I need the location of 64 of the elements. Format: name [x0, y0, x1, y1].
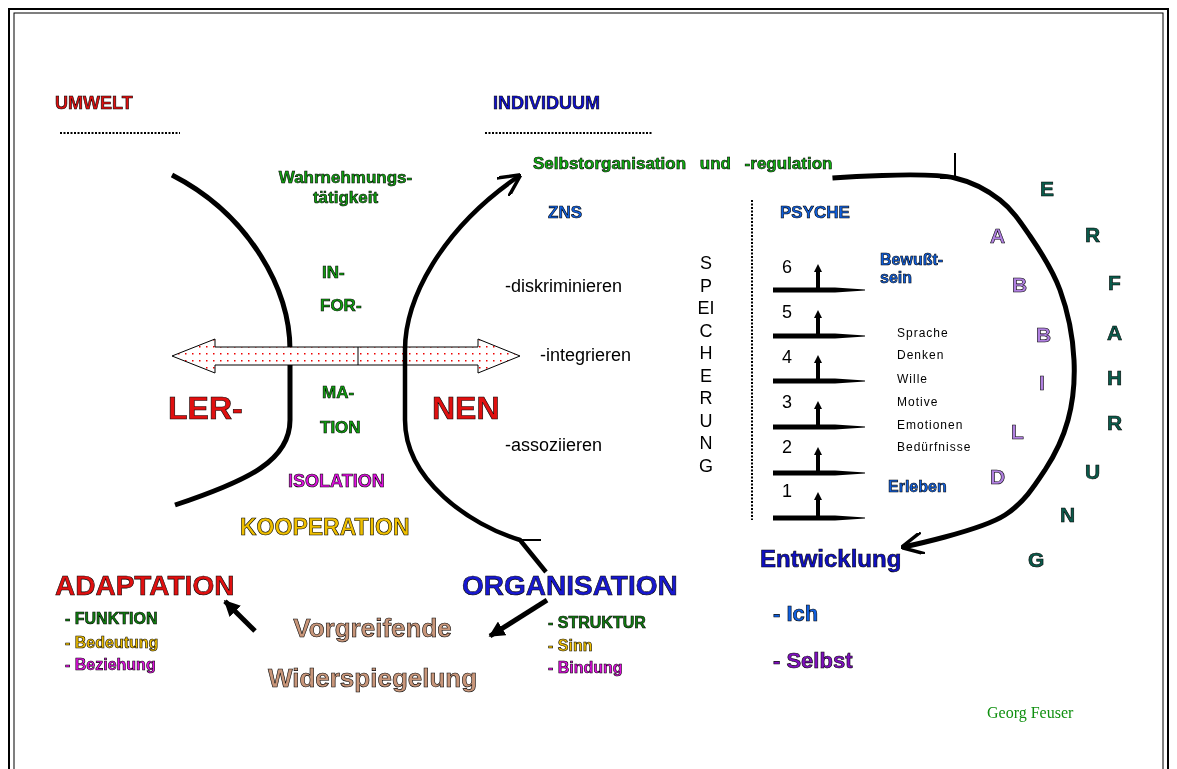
author-credit: Georg Feuser — [987, 704, 1074, 723]
label-text: 1 — [782, 481, 792, 502]
arc-letter: D — [990, 465, 1006, 490]
label-text: - STRUKTUR — [548, 614, 646, 633]
label-text: ZNS — [548, 203, 582, 223]
arc-letter: R — [1085, 223, 1101, 248]
label-text: MA- — [322, 383, 355, 403]
label-text: - Beziehung — [65, 656, 156, 675]
label-text: Motive — [897, 396, 939, 410]
arc-letter: I — [1039, 371, 1045, 396]
label-text: - Sinn — [548, 637, 593, 656]
curved-arrow — [832, 172, 1077, 556]
label-text: INDIVIDUUM — [493, 93, 600, 114]
arc-letter: E — [1040, 177, 1054, 202]
label-text: Wahrnehmungs- tätigkeit — [277, 168, 414, 208]
label-text: 6 — [782, 257, 792, 278]
heading-text: Selbstorganisation und -regulation — [533, 154, 833, 174]
label-text: LER- — [168, 390, 243, 427]
node-text: Vorgreifende Widerspiegelung — [255, 603, 490, 703]
label-text: NEN — [432, 390, 500, 427]
label-text: FOR- — [320, 296, 362, 316]
label-text: Sprache — [897, 327, 949, 341]
arc-letter: A — [990, 224, 1006, 249]
label-text: TION — [320, 418, 361, 438]
heading-text: ADAPTATION — [55, 570, 235, 603]
label-text: -diskriminieren — [505, 276, 623, 297]
label-text: Emotionen — [897, 419, 964, 433]
label-text: 4 — [782, 347, 792, 368]
arc-letter: G — [1028, 548, 1045, 573]
heading-text: ORGANISATION — [462, 570, 678, 603]
arc-letter: F — [1108, 271, 1121, 296]
label-text: - Bedeutung — [65, 634, 159, 653]
arc-letter: N — [1060, 503, 1076, 528]
label-text: Bedürfnisse — [897, 441, 972, 455]
label-text: KOOPERATION — [240, 514, 410, 541]
arc-letter: B — [1012, 273, 1028, 298]
label-text: 5 — [782, 302, 792, 323]
label-text: Erleben — [888, 478, 947, 497]
heading-text: Entwicklung — [760, 545, 902, 573]
label-text: Wille — [897, 373, 928, 387]
arc-letter: H — [1107, 366, 1123, 391]
label-text: - Ich — [773, 601, 819, 627]
arrow — [223, 599, 257, 633]
label-text: ISOLATION — [288, 471, 385, 492]
label-text: -integrieren — [540, 345, 632, 366]
vertical-text: SPEICHERUNG — [697, 252, 715, 477]
label-text: 2 — [782, 437, 792, 458]
arrow — [488, 598, 549, 639]
arc-letter: L — [1011, 420, 1024, 445]
label-text: IN- — [322, 263, 345, 283]
arc-letter: R — [1107, 411, 1123, 436]
label-text: PSYCHE — [780, 203, 850, 223]
arc-letter: B — [1036, 323, 1052, 348]
label-text: -assoziieren — [505, 435, 603, 456]
arc-letter: A — [1107, 321, 1123, 346]
label-text: Bewußt- sein — [880, 251, 945, 288]
curved-arrow — [402, 172, 548, 574]
label-text: - Selbst — [773, 648, 853, 674]
label-text: Denken — [897, 349, 945, 363]
label-text: - FUNKTION — [65, 610, 158, 629]
label-text: UMWELT — [55, 93, 133, 114]
label-text: - Bindung — [548, 659, 623, 678]
label-text: 3 — [782, 392, 792, 413]
arc-letter: U — [1085, 460, 1101, 485]
